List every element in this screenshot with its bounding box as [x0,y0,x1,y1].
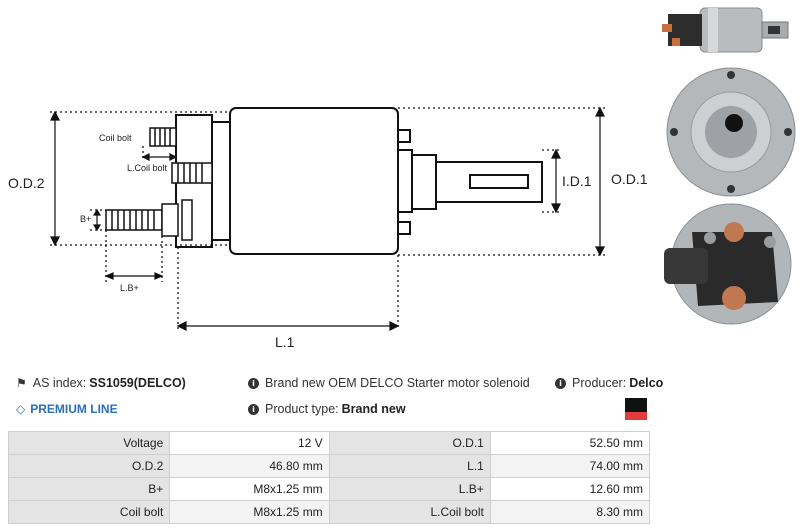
product-photo-front [662,202,800,326]
table-row: Voltage 12 V O.D.1 52.50 mm [7,431,651,455]
spec-value: M8x1.25 mm [169,500,330,524]
od1-label: O.D.1 [611,171,648,187]
lb-plus-label: L.B+ [120,283,139,293]
spec-value: 46.80 mm [169,454,330,478]
product-type-info: i Product type: Brand new [248,402,406,416]
table-row: Coil bolt M8x1.25 mm L.Coil bolt 8.30 mm [7,500,651,524]
spec-label: O.D.1 [328,431,491,455]
description-text: Brand new OEM DELCO Starter motor soleno… [265,376,530,390]
spec-label: Coil bolt [7,500,171,524]
description-info: i Brand new OEM DELCO Starter motor sole… [248,376,530,390]
spec-label: L.1 [328,454,491,478]
as-index-value: SS1059(DELCO) [89,376,186,390]
tag-icon: ⚑ [16,376,27,390]
spec-label: L.B+ [328,477,491,501]
spec-value: 8.30 mm [489,500,651,524]
as-index-label: AS index: [32,376,87,390]
producer-label: Producer: [572,376,627,390]
info-icon: i [248,403,259,415]
spec-value: 12 V [169,431,330,455]
product-photo-rear [662,65,800,200]
coil-bolt-label: Coil bolt [99,133,132,143]
l-coil-bolt-label: L.Coil bolt [127,163,168,173]
as-index-info: ⚑ AS index: SS1059(DELCO) [16,376,186,390]
product-type-value: Brand new [341,402,406,416]
product-type-label: Product type: [265,402,339,416]
info-icon: i [248,377,259,389]
premium-label: PREMIUM LINE [30,402,118,416]
spec-value: 12.60 mm [489,477,651,501]
producer-value: Delco [629,376,664,390]
spec-label: O.D.2 [7,454,171,478]
spec-value: 52.50 mm [489,431,651,455]
info-icon: i [555,377,566,389]
spec-table: Voltage 12 V O.D.1 52.50 mm O.D.2 46.80 … [7,431,651,524]
brand-logo-swatch [625,398,647,420]
spec-value: M8x1.25 mm [169,477,330,501]
spec-value: 74.00 mm [489,454,651,478]
spec-label: Voltage [7,431,171,455]
table-row: O.D.2 46.80 mm L.1 74.00 mm [7,454,651,478]
od2-label: O.D.2 [8,175,45,191]
premium-line: ◇ PREMIUM LINE [16,402,118,416]
table-row: B+ M8x1.25 mm L.B+ 12.60 mm [7,477,651,501]
id1-label: I.D.1 [562,173,592,189]
spec-label: B+ [7,477,171,501]
solenoid-technical-drawing: O.D.2 O.D.1 I.D.1 L.1 Coil bolt L.Coil b… [8,106,648,350]
b-plus-label: B+ [80,214,91,224]
product-photo-side [660,0,800,62]
diamond-icon: ◇ [16,402,26,416]
spec-label: L.Coil bolt [328,500,491,524]
l1-label: L.1 [275,334,295,350]
producer-info: i Producer: Delco [555,376,663,390]
